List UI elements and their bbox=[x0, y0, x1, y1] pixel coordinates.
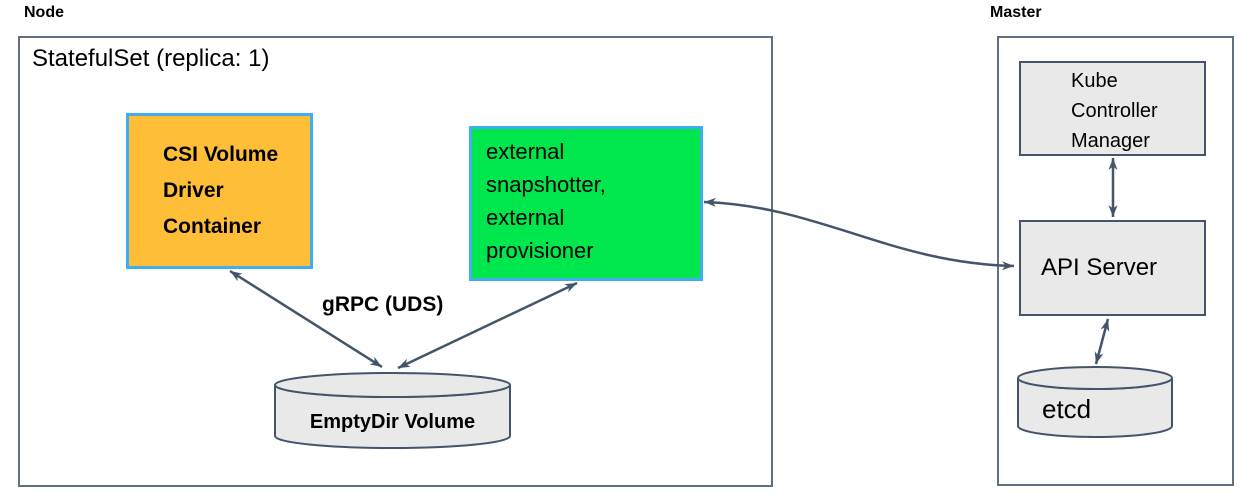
grpc-uds-label: gRPC (UDS) bbox=[322, 293, 444, 316]
statefulset-label: StatefulSet (replica: 1) bbox=[32, 45, 270, 72]
emptydir-volume-label: EmptyDir Volume bbox=[309, 411, 476, 433]
master-group-label: Master bbox=[990, 4, 1042, 21]
etcd-label: etcd bbox=[1042, 394, 1092, 424]
kube-controller-manager-box: Kube Controller Manager bbox=[1019, 61, 1206, 156]
node-group-label: Node bbox=[24, 4, 64, 21]
csi-volume-driver-box: CSI Volume Driver Container bbox=[126, 113, 313, 269]
external-sidecar-box: external snapshotter, external provision… bbox=[469, 126, 703, 281]
api-server-box: API Server bbox=[1019, 220, 1206, 316]
